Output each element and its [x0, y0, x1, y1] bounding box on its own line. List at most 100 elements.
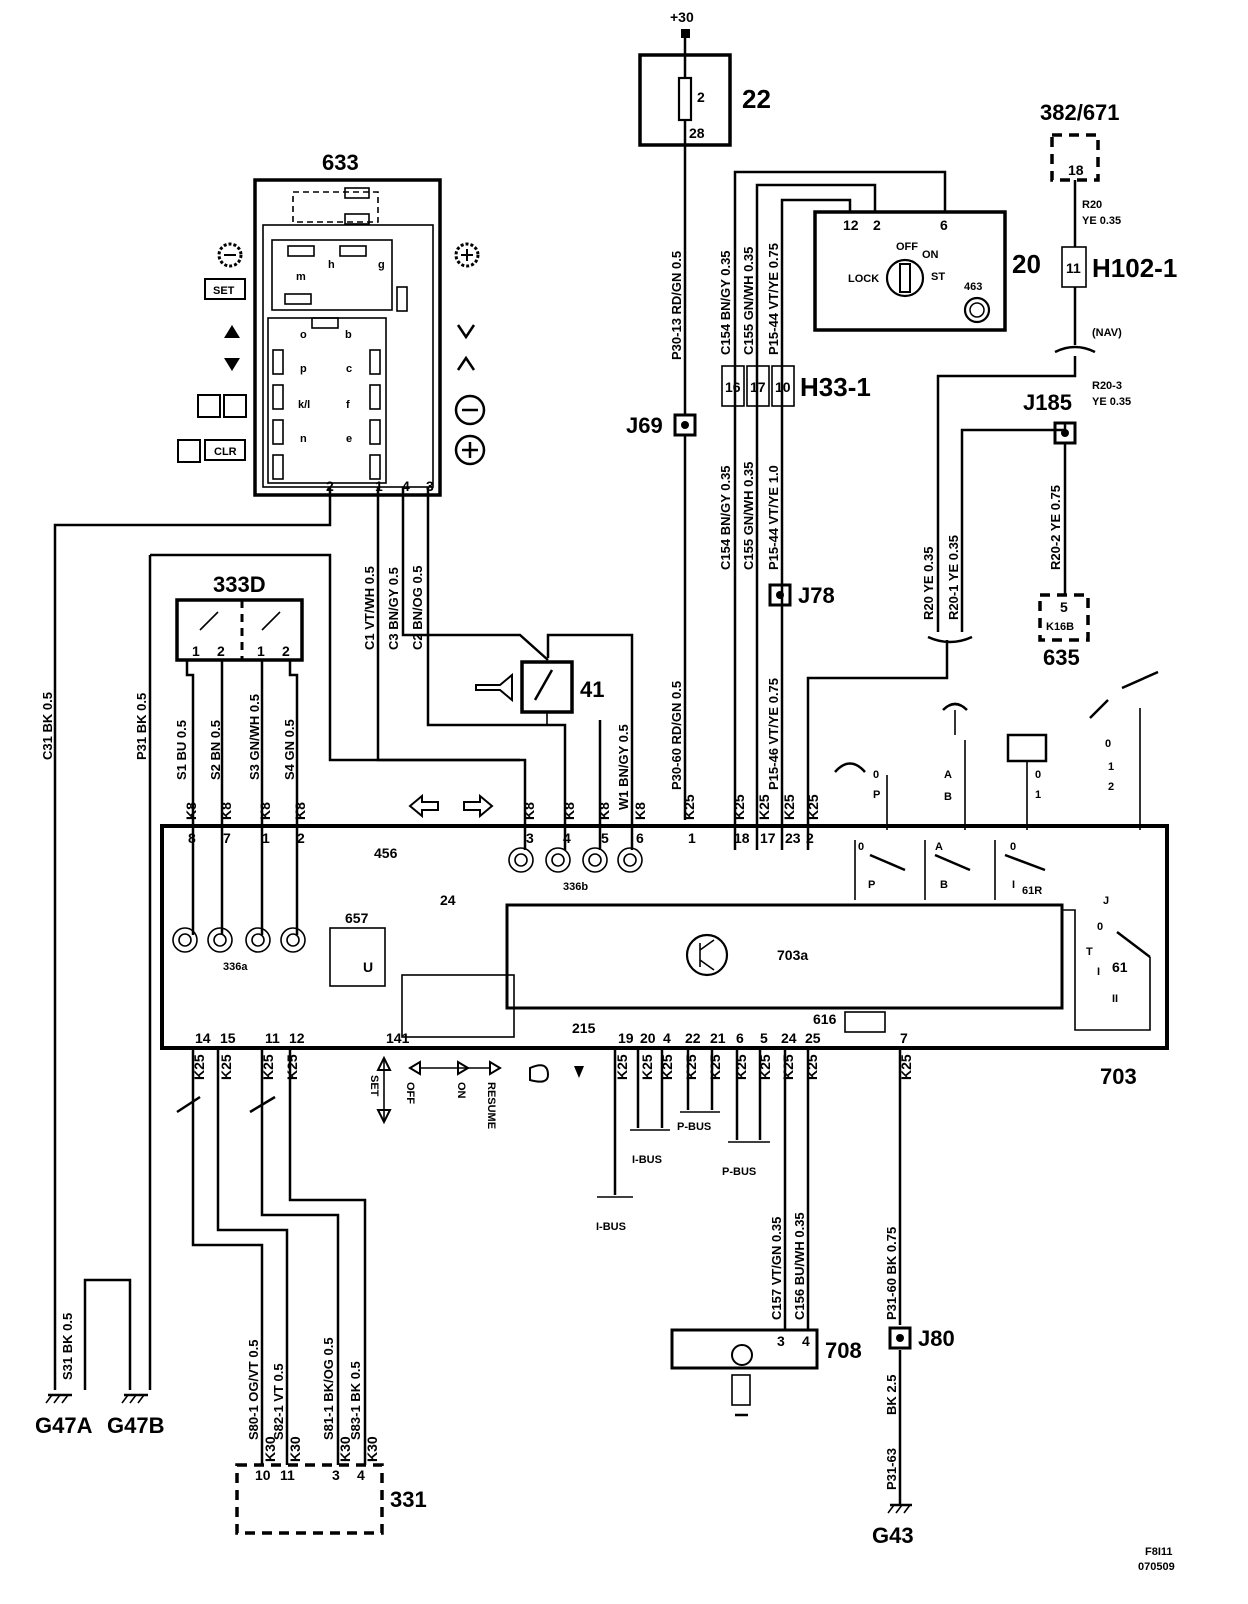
svg-text:o: o	[300, 329, 307, 341]
svg-text:YE 0.35: YE 0.35	[1082, 215, 1121, 227]
svg-text:C155 GN/WH 0.35: C155 GN/WH 0.35	[741, 247, 756, 355]
svg-text:15: 15	[220, 1030, 236, 1046]
svg-text:24: 24	[440, 892, 456, 908]
horn-relay-41: 41	[475, 660, 604, 726]
svg-text:K25: K25	[284, 1054, 300, 1080]
connector-331: 10 11 3 4 331	[235, 1463, 427, 1535]
set-button-icon	[204, 278, 246, 300]
svg-text:616: 616	[813, 1011, 837, 1027]
svg-text:J: J	[1103, 895, 1109, 907]
svg-text:21: 21	[710, 1030, 726, 1046]
svg-text:2: 2	[297, 830, 305, 846]
supply-terminal: +30	[670, 9, 694, 38]
svg-text:C154 BN/GY 0.35: C154 BN/GY 0.35	[718, 250, 733, 355]
svg-text:J185: J185	[1023, 390, 1072, 415]
svg-text:8: 8	[188, 830, 196, 846]
svg-text:336b: 336b	[563, 881, 588, 893]
svg-text:141: 141	[386, 1030, 410, 1046]
svg-text:703: 703	[1100, 1064, 1137, 1089]
svg-text:P: P	[868, 879, 875, 891]
svg-text:25: 25	[805, 1030, 821, 1046]
svg-text:7: 7	[900, 1030, 908, 1046]
svg-text:C155 GN/WH 0.35: C155 GN/WH 0.35	[741, 462, 756, 570]
minus-icon	[454, 394, 486, 426]
svg-text:I-BUS: I-BUS	[596, 1221, 626, 1233]
svg-text:K8: K8	[632, 802, 648, 820]
switch-633: 633 h g m o b p c k/l f n e	[253, 150, 442, 497]
sensor-icon	[731, 1344, 753, 1366]
svg-text:5: 5	[1060, 599, 1068, 615]
cruise-mode-icon-1	[197, 394, 221, 418]
svg-text:R20-1 YE 0.35: R20-1 YE 0.35	[946, 535, 961, 620]
svg-text:2: 2	[326, 478, 334, 494]
svg-text:703a: 703a	[777, 947, 808, 963]
svg-text:C2 BN/OG 0.5: C2 BN/OG 0.5	[410, 565, 425, 650]
svg-text:19: 19	[618, 1030, 634, 1046]
svg-text:K25: K25	[733, 1054, 749, 1080]
cruise-mode-icon-3	[177, 439, 201, 463]
svg-text:20: 20	[640, 1030, 656, 1046]
svg-text:CLR: CLR	[214, 446, 237, 458]
ignition-lock-icon	[885, 258, 925, 298]
svg-text:4: 4	[357, 1467, 365, 1483]
svg-text:OFF: OFF	[896, 241, 918, 253]
svg-text:K25: K25	[683, 1054, 699, 1080]
svg-text:K30: K30	[337, 1436, 353, 1462]
svg-text:7: 7	[223, 830, 231, 846]
svg-text:2: 2	[873, 217, 881, 233]
svg-text:382/671: 382/671	[1040, 100, 1120, 125]
svg-text:K30: K30	[262, 1436, 278, 1462]
svg-text:0: 0	[1010, 841, 1016, 853]
svg-text:P-BUS: P-BUS	[677, 1121, 711, 1133]
svg-text:K30: K30	[364, 1436, 380, 1462]
svg-text:708: 708	[825, 1338, 862, 1363]
svg-text:R20 YE 0.35: R20 YE 0.35	[921, 547, 936, 620]
svg-text:1: 1	[262, 830, 270, 846]
supply-label: +30	[670, 9, 694, 25]
ground-g43: G43	[872, 1523, 914, 1548]
svg-text:A: A	[935, 841, 943, 853]
svg-text:W1 BN/GY 0.5: W1 BN/GY 0.5	[616, 724, 631, 810]
svg-text:n: n	[300, 433, 307, 445]
svg-text:K25: K25	[731, 794, 747, 820]
svg-text:463: 463	[964, 281, 982, 293]
svg-text:k/l: k/l	[298, 399, 310, 411]
svg-text:I: I	[1012, 879, 1015, 891]
svg-text:P-BUS: P-BUS	[722, 1166, 756, 1178]
svg-text:3: 3	[426, 478, 434, 494]
top-pins: K8 K8 K8 K8 K8 K8 K8 K8 K25 K25 K25 K25 …	[183, 794, 821, 846]
svg-text:g: g	[378, 259, 385, 271]
svg-text:P30-13 RD/GN 0.5: P30-13 RD/GN 0.5	[669, 251, 684, 360]
svg-text:J78: J78	[798, 583, 835, 608]
svg-text:YE 0.35: YE 0.35	[1092, 396, 1131, 408]
svg-text:I-BUS: I-BUS	[632, 1154, 662, 1166]
svg-text:28: 28	[689, 125, 705, 141]
svg-text:12: 12	[843, 217, 859, 233]
svg-text:S1 BU 0.5: S1 BU 0.5	[174, 720, 189, 780]
svg-text:3: 3	[332, 1467, 340, 1483]
junction-j69: J69	[626, 413, 697, 438]
svg-text:2: 2	[806, 830, 814, 846]
svg-text:K25: K25	[614, 1054, 630, 1080]
svg-text:S81-1 BK/OG 0.5: S81-1 BK/OG 0.5	[321, 1337, 336, 1440]
svg-text:P15-46 VT/YE 0.75: P15-46 VT/YE 0.75	[766, 678, 781, 790]
transistor-icon	[685, 933, 729, 977]
svg-text:J69: J69	[626, 413, 663, 438]
svg-text:635: 635	[1043, 645, 1080, 670]
svg-text:24: 24	[781, 1030, 797, 1046]
svg-text:A: A	[944, 769, 952, 781]
svg-text:S82-1 VT 0.5: S82-1 VT 0.5	[271, 1363, 286, 1440]
svg-text:S3 GN/WH 0.5: S3 GN/WH 0.5	[247, 694, 262, 780]
svg-text:1: 1	[192, 643, 200, 659]
switch-333d: 333D 1 2 1 2	[175, 572, 304, 935]
svg-text:14: 14	[195, 1030, 211, 1046]
svg-text:B: B	[944, 791, 952, 803]
ground-g47a: G47A	[35, 1413, 93, 1438]
svg-text:ST: ST	[931, 271, 945, 283]
ground-g47b: G47B	[107, 1413, 164, 1438]
coils-left	[172, 927, 306, 953]
svg-text:K8: K8	[561, 802, 577, 820]
svg-text:K8: K8	[218, 802, 234, 820]
cruise-side-icons: SET CLR	[177, 242, 486, 466]
svg-text:R20-2 YE 0.75: R20-2 YE 0.75	[1048, 485, 1063, 570]
